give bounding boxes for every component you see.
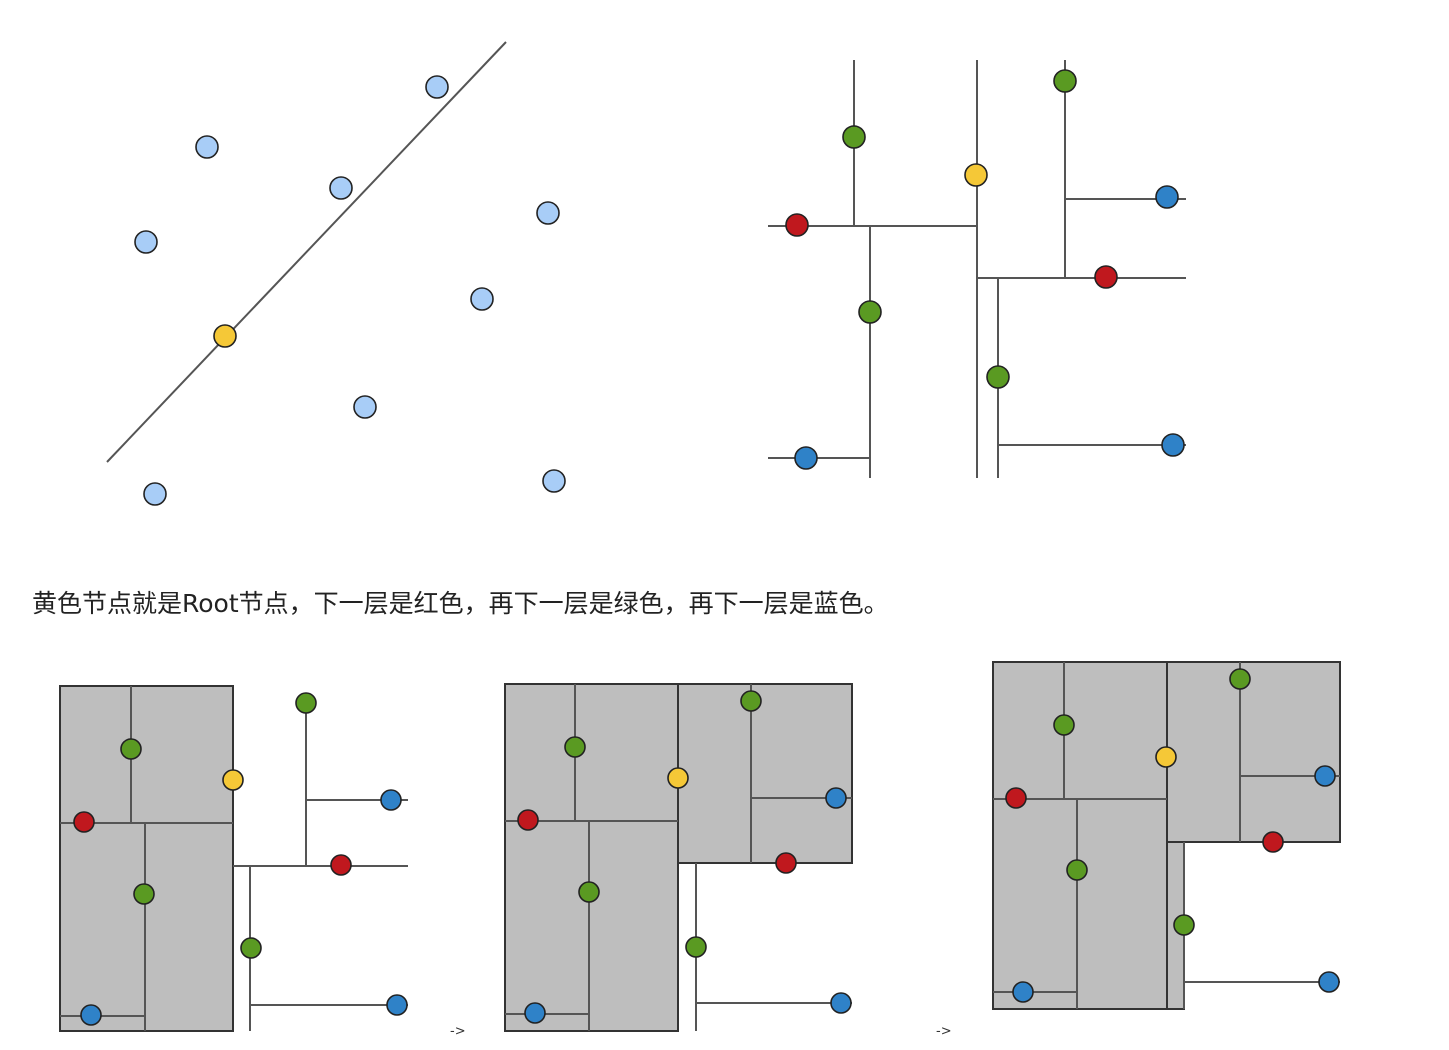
green-node bbox=[1229, 668, 1251, 690]
stage-2 bbox=[504, 683, 853, 1032]
root-node bbox=[1155, 746, 1177, 768]
blue-node bbox=[794, 446, 818, 470]
blue-node bbox=[1155, 185, 1179, 209]
data-point bbox=[353, 395, 377, 419]
data-point bbox=[542, 469, 566, 493]
blue-node bbox=[1012, 981, 1034, 1003]
green-node bbox=[685, 936, 707, 958]
red-node bbox=[1262, 831, 1284, 853]
kd-tree-partition-diagram bbox=[768, 60, 1186, 478]
root-node bbox=[213, 324, 237, 348]
green-node bbox=[240, 937, 262, 959]
green-node bbox=[1173, 914, 1195, 936]
red-node bbox=[330, 854, 352, 876]
stage-arrow-1: -> bbox=[450, 1024, 466, 1039]
scatter-points-diagram bbox=[106, 41, 566, 506]
green-node bbox=[295, 692, 317, 714]
blue-node bbox=[380, 789, 402, 811]
root-node bbox=[222, 769, 244, 791]
data-point bbox=[470, 287, 494, 311]
blue-node bbox=[1161, 433, 1185, 457]
red-node bbox=[775, 852, 797, 874]
queried-region bbox=[59, 685, 234, 1032]
red-node bbox=[1094, 265, 1118, 289]
data-point bbox=[329, 176, 353, 200]
region-query-stages-diagram bbox=[59, 661, 1341, 1032]
red-node bbox=[785, 213, 809, 237]
green-node bbox=[1066, 859, 1088, 881]
blue-node bbox=[830, 992, 852, 1014]
blue-node bbox=[825, 787, 847, 809]
caption-text: 黄色节点就是Root节点，下一层是红色，再下一层是绿色，再下一层是蓝色。 bbox=[32, 589, 889, 618]
green-node bbox=[578, 881, 600, 903]
root-node bbox=[964, 163, 988, 187]
green-node bbox=[1053, 714, 1075, 736]
green-node bbox=[1053, 69, 1077, 93]
queried-region bbox=[992, 661, 1168, 1010]
data-point bbox=[143, 482, 167, 506]
green-node bbox=[133, 883, 155, 905]
blue-node bbox=[80, 1004, 102, 1026]
blue-node bbox=[386, 994, 408, 1016]
queried-region bbox=[677, 683, 853, 864]
root-node bbox=[667, 767, 689, 789]
queried-region bbox=[504, 683, 679, 1032]
red-node bbox=[73, 811, 95, 833]
green-node bbox=[986, 365, 1010, 389]
data-point bbox=[195, 135, 219, 159]
red-node bbox=[517, 809, 539, 831]
stage-arrow-2: -> bbox=[936, 1024, 952, 1039]
stage-1 bbox=[59, 685, 408, 1032]
blue-node bbox=[1318, 971, 1340, 993]
green-node bbox=[564, 736, 586, 758]
data-point bbox=[425, 75, 449, 99]
green-node bbox=[120, 738, 142, 760]
stage-3 bbox=[992, 661, 1341, 1010]
data-point bbox=[134, 230, 158, 254]
queried-region bbox=[1166, 661, 1341, 843]
red-node bbox=[1005, 787, 1027, 809]
green-node bbox=[858, 300, 882, 324]
data-point bbox=[536, 201, 560, 225]
split-line bbox=[106, 41, 507, 463]
green-node bbox=[740, 690, 762, 712]
blue-node bbox=[524, 1002, 546, 1024]
blue-node bbox=[1314, 765, 1336, 787]
green-node bbox=[842, 125, 866, 149]
